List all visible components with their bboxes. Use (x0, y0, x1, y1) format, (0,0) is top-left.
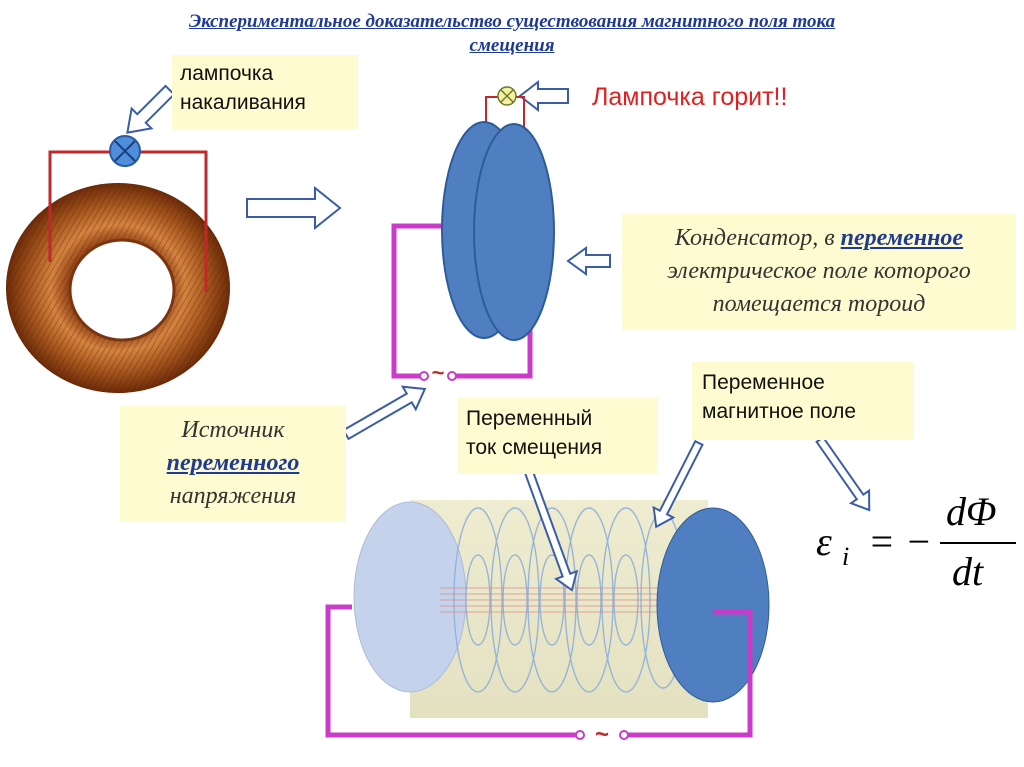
formula-equals-minus: = − (868, 519, 932, 564)
toroid-lamp-wires (48, 150, 208, 292)
capacitor-label-line-2: электрическое поле которого (667, 258, 971, 284)
solenoid-circuit-wires (325, 604, 753, 740)
magnetic-field-line-1: Переменное (702, 371, 825, 394)
formula-numerator: dΦ (946, 489, 997, 534)
title-line-1: Экспериментальное доказательство существ… (188, 11, 836, 32)
arrow-to-lamp-icon (126, 84, 176, 134)
formula-fraction-bar (940, 542, 1016, 544)
capacitor-label: Конденсатор, в переменное электрическое … (622, 214, 1016, 330)
capacitor-plates (441, 121, 555, 341)
source-label-line-3: напряжения (169, 483, 297, 509)
ac-symbol-bottom: ~ (595, 721, 609, 748)
lamp-label-line-1: лампочка (180, 62, 274, 85)
left-plate (353, 501, 467, 693)
source-label: Источник переменного напряжения (120, 406, 346, 522)
capacitor-label-line-1: Конденсатор, в переменное (674, 225, 964, 251)
pointer-field-arrow (652, 439, 704, 529)
source-label-line-1: Источник (181, 417, 285, 443)
displacement-current-line-1: Переменный (466, 407, 593, 430)
source-emphasis: переменного (166, 450, 300, 476)
title-line-2: смещения (469, 35, 555, 56)
toroid-coil (6, 183, 230, 393)
right-plate (656, 507, 770, 703)
lamp-icon (109, 135, 141, 167)
magnetic-field-label: Переменное магнитное поле (692, 362, 914, 440)
formula-emf: ε (816, 519, 832, 564)
small-lamp-icon (497, 86, 517, 106)
capacitor-emphasis: переменное (840, 225, 964, 251)
hollow-arrow-icon (246, 185, 342, 231)
pointer-formula-arrow (815, 435, 871, 512)
capacitor-label-line-3: помещается тороид (712, 291, 926, 317)
arrow-to-small-lamp-icon (518, 79, 569, 113)
ac-symbol-top: ~ (432, 360, 445, 385)
arrow-to-source-icon (342, 385, 427, 441)
arrow-to-capacitor-icon (566, 246, 611, 276)
displacement-current-label: Переменный ток смещения (458, 398, 658, 474)
pointer-current-arrow (523, 469, 579, 592)
formula-denominator: dt (952, 549, 984, 594)
formula-subscript: i (842, 542, 850, 571)
page-title: Экспериментальное доказательство существ… (30, 10, 994, 58)
lamp-on-text: Лампочка горит!! (592, 83, 788, 111)
emf-formula: ε i = − dΦ dt (812, 489, 1018, 600)
lamp-label: лампочка накаливания (172, 55, 358, 129)
lamp-label-line-2: накаливания (180, 91, 306, 114)
magnetic-field-line-2: магнитное поле (702, 400, 857, 423)
displacement-current-line-2: ток смещения (466, 436, 603, 459)
